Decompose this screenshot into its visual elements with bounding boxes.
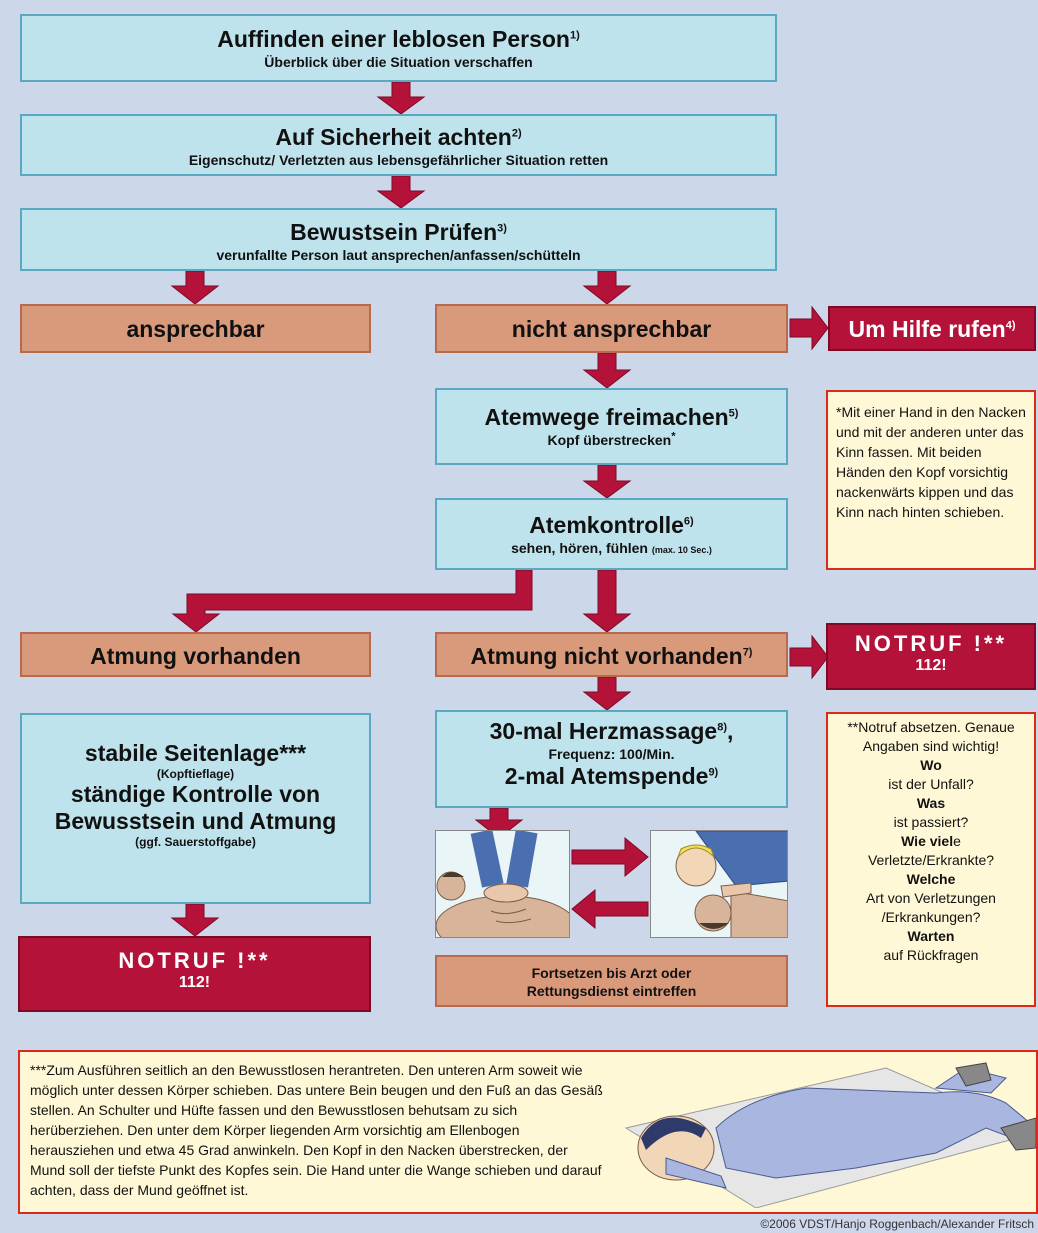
note-call-a4: Art von Verletzungen /Erkrankungen? (866, 890, 996, 925)
arrow-down (582, 676, 632, 711)
step-find-person: Auffinden einer leblosen Person1) Überbl… (20, 14, 777, 82)
arrow-right (571, 836, 649, 878)
note-call-q3: Wie viel (901, 833, 954, 849)
step-safety-subtitle: Eigenschutz/ Verletzten aus lebensgefähr… (188, 152, 609, 168)
step-safety-title: Auf Sicherheit achten (275, 124, 512, 150)
step-recovery-position: stabile Seitenlage*** (Kopftieflage) stä… (20, 713, 371, 904)
step-find-subtitle: Überblick über die Situation verschaffen (264, 54, 533, 70)
note-call-q1: Wo (920, 757, 942, 773)
cpr-line2: Frequenz: 100/Min. (548, 746, 675, 762)
recovery-line2: (Kopftieflage) (156, 767, 235, 781)
arrow-right (789, 634, 829, 680)
call-for-help-title: Um Hilfe rufen (848, 316, 1006, 342)
note-call-q3-end: e (953, 833, 961, 849)
footnote-ref: 8) (717, 721, 727, 734)
arrow-down (170, 270, 220, 305)
note-call-a5: auf Rückfragen (883, 947, 979, 963)
step-check-consciousness: Bewustsein Prüfen3) verunfallte Person l… (20, 208, 777, 271)
footnote-ref: 4) (1005, 319, 1016, 332)
branch-unresponsive-title: nicht ansprechbar (511, 316, 712, 342)
footnote-ref: * (671, 430, 676, 443)
arrow-down (376, 81, 426, 115)
emergency-right-number: 112! (915, 657, 947, 674)
step-breathcheck-title: Atemkontrolle (529, 512, 684, 538)
recovery-position-illustration (624, 1062, 1036, 1208)
arrow-down (170, 903, 220, 937)
copyright: ©2006 VDST/Hanjo Roggenbach/Alexander Fr… (760, 1217, 1034, 1231)
continue-until-help: Fortsetzen bis Arzt oder Rettungsdienst … (435, 955, 788, 1007)
rescue-breathing-illustration (651, 831, 787, 937)
cpr-line1-comma: , (726, 718, 734, 744)
arrow-left (571, 888, 649, 930)
chest-compression-illustration (436, 831, 569, 937)
note-call-q4: Welche (906, 871, 956, 887)
arrow-right (789, 305, 829, 351)
note-emergency-call: **Notruf absetzen. Genaue Angaben sind w… (826, 712, 1036, 1007)
note-airway: *Mit einer Hand in den Nacken und mit de… (826, 390, 1036, 570)
note-recovery-text: ***Zum Ausführen seitlich an den Bewusst… (30, 1062, 603, 1198)
arrow-down (376, 175, 426, 209)
branch-not-breathing: Atmung nicht vorhanden7) (435, 632, 788, 677)
call-for-help: Um Hilfe rufen4) (828, 306, 1036, 351)
continue-line2: Rettungsdienst eintreffen (526, 983, 697, 999)
arrow-down (474, 807, 524, 839)
branch-unresponsive: nicht ansprechbar (435, 304, 788, 353)
illustration-chest-compression (435, 830, 570, 938)
cpr-line3: 2-mal Atemspende (504, 763, 709, 789)
footnote-ref: 2) (511, 127, 522, 140)
branch-responsive-title: ansprechbar (126, 316, 265, 342)
illustration-rescue-breathing (650, 830, 788, 938)
arrow-down (582, 270, 632, 305)
step-breathcheck-subtitle: sehen, hören, fühlen (511, 540, 648, 556)
branch-breathing-title: Atmung vorhanden (90, 643, 301, 669)
emergency-left-title: NOTRUF !** (118, 948, 271, 973)
step-airway-title: Atemwege freimachen (484, 404, 729, 430)
branch-breathing: Atmung vorhanden (20, 632, 371, 677)
step-safety: Auf Sicherheit achten2) Eigenschutz/ Ver… (20, 114, 777, 176)
continue-line1: Fortsetzen bis Arzt oder (531, 965, 692, 981)
arrow-down (582, 569, 632, 633)
step-cpr: 30-mal Herzmassage8), Frequenz: 100/Min.… (435, 710, 788, 808)
emergency-right-title: NOTRUF !** (854, 631, 1008, 656)
footnote-ref: 3) (497, 222, 507, 235)
branch-responsive: ansprechbar (20, 304, 371, 353)
note-call-q2: Was (916, 795, 946, 811)
emergency-left-number: 112! (178, 974, 211, 991)
emergency-call-right: NOTRUF !** 112! (826, 623, 1036, 690)
recovery-line3: ständige Kontrolle von (70, 781, 321, 807)
footnote-ref: 7) (742, 646, 753, 659)
note-recovery-position: ***Zum Ausführen seitlich an den Bewusst… (18, 1050, 1038, 1214)
step-breathcheck-small: (max. 10 Sec.) (651, 545, 712, 555)
emergency-call-left: NOTRUF !** 112! (18, 936, 371, 1012)
note-call-q5: Warten (907, 928, 955, 944)
step-airway: Atemwege freimachen5) Kopf überstrecken* (435, 388, 788, 465)
footnote-ref: 5) (728, 407, 739, 420)
footnote-ref: 9) (708, 766, 719, 779)
step-find-title: Auffinden einer leblosen Person (217, 26, 570, 52)
footnote-ref: 1) (569, 29, 580, 42)
arrow-down (582, 464, 632, 499)
cpr-line1: 30-mal Herzmassage (489, 718, 718, 744)
recovery-line5: (ggf. Sauerstoffgabe) (135, 835, 256, 849)
recovery-line1: stabile Seitenlage*** (84, 740, 307, 766)
note-call-intro: **Notruf absetzen. Genaue Angaben sind w… (847, 719, 1015, 754)
note-call-a1: ist der Unfall? (888, 776, 974, 792)
step-airway-subtitle: Kopf überstrecken (547, 432, 672, 448)
step-conscious-title: Bewustsein Prüfen (290, 219, 498, 245)
step-breath-check: Atemkontrolle6) sehen, hören, fühlen (ma… (435, 498, 788, 570)
note-airway-text: *Mit einer Hand in den Nacken und mit de… (836, 404, 1026, 520)
recovery-line4: Bewusstsein und Atmung (54, 808, 337, 834)
arrow-elbow (171, 569, 533, 633)
arrow-down (582, 352, 632, 389)
step-conscious-subtitle: verunfallte Person laut ansprechen/anfas… (216, 247, 581, 263)
note-call-a2: ist passiert? (893, 814, 969, 830)
footnote-ref: 6) (683, 515, 694, 528)
note-call-a3: Verletzte/Erkrankte? (867, 852, 995, 868)
branch-notbreathing-title: Atmung nicht vorhanden (470, 643, 743, 669)
